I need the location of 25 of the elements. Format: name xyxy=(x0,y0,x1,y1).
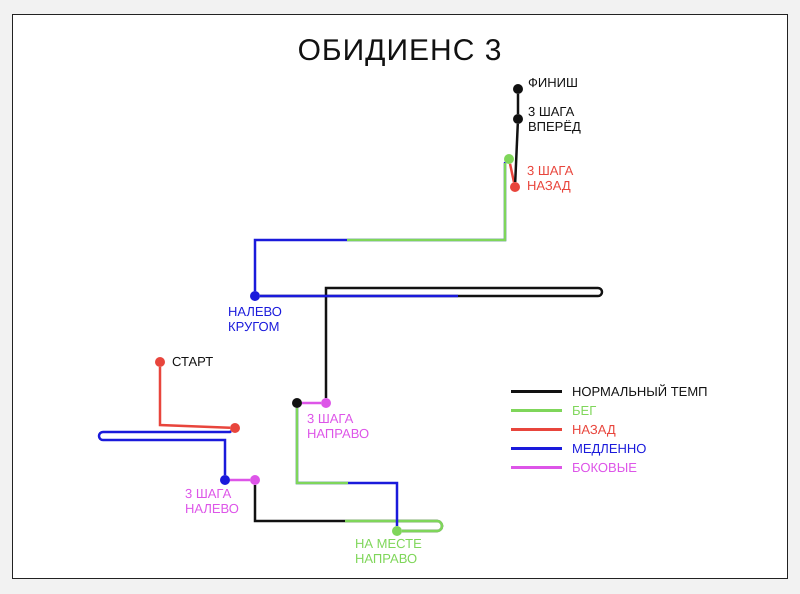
course-line xyxy=(158,367,230,430)
course-line xyxy=(508,164,516,182)
course-line xyxy=(514,124,520,182)
legend-label: НОРМАЛЬНЫЙ ТЕМП xyxy=(572,384,708,399)
course-line xyxy=(516,94,520,114)
course-line xyxy=(260,286,602,398)
legend-label: БОКОВЫЕ xyxy=(572,460,637,475)
course-line xyxy=(302,402,321,404)
legend-label: МЕДЛЕННО xyxy=(572,441,646,456)
waypoint-label: СТАРТ xyxy=(172,354,214,369)
waypoint-label: 3 ШАГА НАЛЕВО xyxy=(185,486,240,516)
waypoint-label: ФИНИШ xyxy=(528,75,579,90)
course-line xyxy=(230,478,250,482)
legend-label: БЕГ xyxy=(572,403,596,418)
course-line xyxy=(254,485,444,532)
waypoint-label: НАЛЕВО КРУГОМ xyxy=(228,304,283,334)
diagram-title: ОБИДИЕНС 3 xyxy=(296,34,504,68)
waypoint-label: НА МЕСТЕ НАПРАВО xyxy=(355,536,423,566)
course-line xyxy=(98,430,232,475)
waypoint-label: 3 ШАГА НАПРАВО xyxy=(307,411,370,441)
legend-label: НАЗАД xyxy=(572,422,616,437)
waypoint-label: 3 ШАГА НАЗАД xyxy=(527,163,574,193)
waypoint-label: 3 ШАГА ВПЕРЁД xyxy=(528,104,582,134)
course-line xyxy=(254,162,507,291)
course-line xyxy=(296,408,398,526)
